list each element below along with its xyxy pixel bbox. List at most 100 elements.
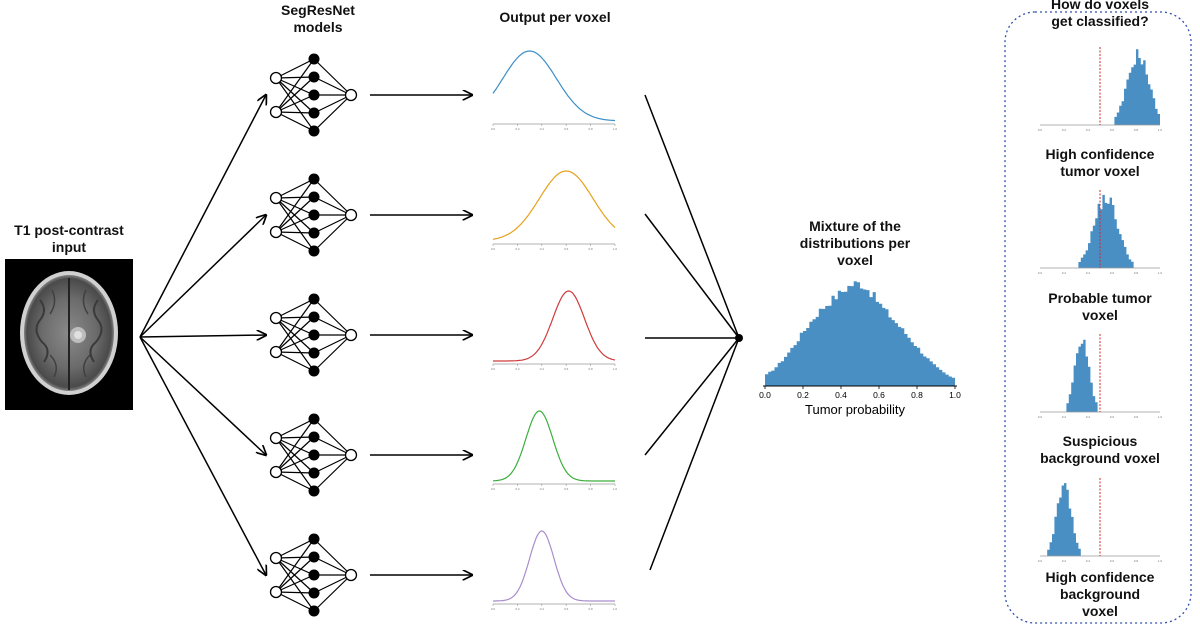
distribution-curve [492, 50, 616, 122]
output-node [344, 328, 358, 342]
network-edge [275, 471, 315, 474]
classification-tick-label: 0.2 [1062, 271, 1067, 275]
mixture-tick-label: 0.8 [911, 390, 923, 400]
network-edge [275, 557, 315, 594]
network-edge [275, 556, 315, 593]
network-edge [313, 454, 352, 492]
plot-tick-label: 0.2 [515, 127, 520, 131]
hidden-node [308, 587, 320, 599]
network-edge [275, 58, 315, 113]
input-node [269, 431, 283, 445]
classification-tick-label: 0.0 [1038, 415, 1043, 419]
plot-tick-label: 0.6 [564, 487, 569, 491]
class-label-probable-tumor: Probable tumor voxel [1048, 290, 1152, 323]
network-edge [275, 196, 315, 199]
plot-tick-label: 0.6 [564, 127, 569, 131]
hidden-node [308, 191, 320, 203]
plot-tick-label: 0.4 [540, 487, 545, 491]
distribution-curve [493, 290, 616, 362]
hidden-node [308, 467, 320, 479]
network-edge [275, 316, 315, 319]
classification-panel [1004, 11, 1192, 624]
network-edge [275, 196, 315, 233]
classification-histogram-area [1040, 483, 1160, 556]
network-edge [275, 178, 315, 199]
hidden-node [308, 533, 320, 545]
classification-tick-label: 0.8 [1134, 128, 1139, 132]
network-edge [313, 214, 352, 234]
network-edge [313, 94, 352, 114]
hidden-node [308, 413, 320, 425]
network-edge [313, 196, 352, 216]
classification-histogram-area [1040, 49, 1160, 125]
convergence-line [644, 94, 740, 339]
plot-tick-label: 0.8 [589, 127, 594, 131]
plot-tick-label: 0.6 [564, 607, 569, 611]
convergence-lines [644, 94, 743, 571]
network-edge [275, 316, 315, 353]
plot-tick-label: 0.4 [540, 607, 545, 611]
output-node [344, 208, 358, 222]
classify-title: How do voxels get classified? [1050, 0, 1150, 29]
network-edge [275, 351, 315, 372]
network-edge [275, 197, 315, 234]
hidden-node [308, 245, 320, 257]
network-edge [275, 557, 315, 612]
plot-tick-label: 0.8 [589, 607, 594, 611]
convergence-line [644, 213, 740, 339]
network-edge [275, 351, 315, 354]
network-edge [313, 178, 352, 216]
network-edge [275, 197, 315, 252]
distribution-curve [493, 410, 615, 482]
mixture-xlabel: Tumor probability [805, 402, 905, 417]
network-edge [275, 436, 315, 439]
classification-histogram-area [1040, 194, 1160, 268]
network-edge [275, 418, 315, 473]
network-edge [275, 76, 315, 113]
fanout-arrow [139, 336, 266, 455]
mixture-histogram-area [765, 281, 955, 386]
network-edge [275, 437, 315, 474]
fanout-arrow [139, 336, 266, 575]
plot-tick-label: 0.6 [564, 367, 569, 371]
network-edge [275, 178, 315, 233]
mixture-label: Mixture of the distributions per voxel [799, 218, 911, 268]
classification-tick-label: 0.8 [1134, 271, 1139, 275]
hidden-node [308, 605, 320, 617]
network-edge [313, 298, 352, 336]
network-edge [275, 298, 315, 319]
classification-tick-label: 0.0 [1038, 559, 1043, 563]
plot-tick-label: 0.2 [515, 487, 520, 491]
fanout-arrow [139, 335, 266, 337]
segresnet-model-icon [269, 533, 358, 617]
plot-tick-label: 0.6 [564, 247, 569, 251]
network-edge [313, 556, 352, 576]
classification-tick-label: 0.4 [1086, 271, 1091, 275]
network-edge [313, 214, 352, 252]
network-edge [275, 538, 315, 593]
classification-tick-label: 0.2 [1062, 128, 1067, 132]
network-edge [275, 471, 315, 492]
network-edge [275, 538, 315, 559]
segresnet-model-icon [269, 173, 358, 257]
plot-tick-label: 1.0 [613, 367, 618, 371]
network-edge [275, 437, 315, 492]
input-node [269, 71, 283, 85]
class-label-high-bg: High confidence background voxel [1045, 569, 1155, 619]
network-edge [313, 574, 352, 612]
network-edge [313, 316, 352, 336]
classification-tick-label: 1.0 [1158, 128, 1163, 132]
plot-tick-label: 0.4 [540, 247, 545, 251]
classification-tick-label: 0.8 [1134, 415, 1139, 419]
mixture-tick-label: 1.0 [949, 390, 961, 400]
network-edge [275, 76, 315, 79]
network-edge [275, 94, 315, 113]
hidden-node [308, 71, 320, 83]
